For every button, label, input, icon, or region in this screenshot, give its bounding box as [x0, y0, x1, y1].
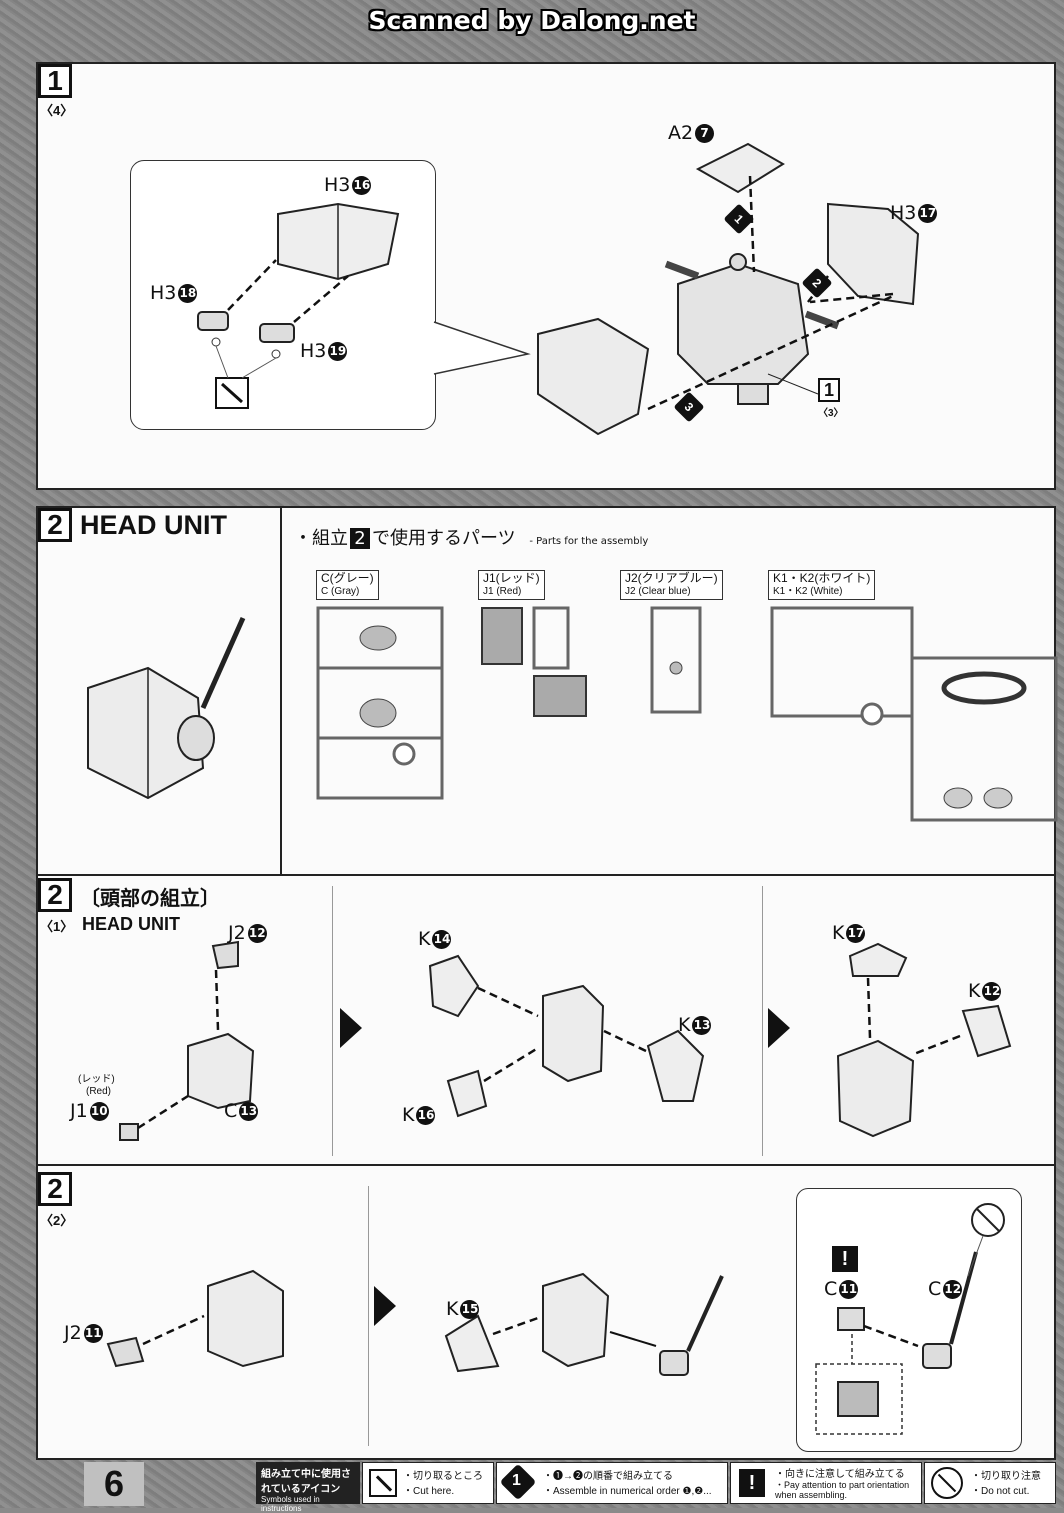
step2-1-title-en: HEAD UNIT: [82, 914, 180, 934]
legend-symbols-title: 組み立て中に使用されているアイコン Symbols used in instru…: [256, 1462, 360, 1513]
ref-step-sub: 〈3〉: [818, 408, 844, 419]
ref-step-number: 1: [818, 378, 840, 402]
red-note-jp: (レッド): [78, 1074, 115, 1085]
panel3-divider-2: [762, 886, 763, 1156]
panel4-divider: [368, 1186, 369, 1446]
step2-1-title-jp: 〔頭部の組立〕: [80, 886, 220, 910]
legend-cut: ・切り取るところ ・Cut here.: [362, 1462, 494, 1504]
red-note-en: (Red): [86, 1086, 112, 1097]
page-number: 6: [84, 1462, 144, 1506]
runner-label-j1: J1(レッド)J1 (Red): [478, 570, 545, 600]
legend-order: 1 ・❶→❷の順番で組み立てる ・Assemble in numerical o…: [496, 1462, 728, 1504]
step2-1-drawing: [119, 940, 1012, 1141]
step1-panel: 1 〈4〉 H: [36, 62, 1056, 490]
runner-diagrams: [316, 606, 1058, 822]
step2-2-drawing: [106, 1203, 1005, 1435]
head-unit-illustration: [87, 616, 246, 800]
step2-2-sub: 〈2〉: [40, 1213, 74, 1228]
attention-icon: !: [832, 1246, 858, 1272]
no-cut-icon: [931, 1467, 963, 1499]
head-unit-title: HEAD UNIT: [80, 510, 227, 540]
step2-2-number: 2: [38, 1172, 72, 1206]
runner-label-k1k2: K1・K2(ホワイト)K1・K2 (White): [768, 570, 876, 600]
attention-legend-icon: !: [739, 1469, 765, 1497]
panel2-divider: [280, 508, 282, 876]
step2-1-number: 2: [38, 878, 72, 912]
runner-label-c: C(グレー)C (Gray): [316, 570, 379, 600]
panel3-divider-1: [332, 886, 333, 1156]
watermark-text: Scanned by Dalong.net: [368, 6, 696, 35]
runner-label-j2: J2(クリアブルー)J2 (Clear blue): [620, 570, 723, 600]
next-step-arrow-3: [374, 1286, 396, 1326]
step1-subnumber: 〈4〉: [40, 103, 74, 118]
step2-number: 2: [38, 508, 72, 542]
step1-number: 1: [38, 64, 72, 98]
legend-nocut: ・切り取り注意 ・Do not cut.: [924, 1462, 1056, 1504]
next-step-arrow-1: [340, 1008, 362, 1048]
next-step-arrow-2: [768, 1008, 790, 1048]
step1-drawing: [197, 142, 920, 436]
cut-icon: [369, 1469, 397, 1497]
step2-1-sub: 〈1〉: [40, 919, 74, 934]
legend-attention: ! ・向きに注意して組み立てる ・Pay attention to part o…: [730, 1462, 922, 1504]
